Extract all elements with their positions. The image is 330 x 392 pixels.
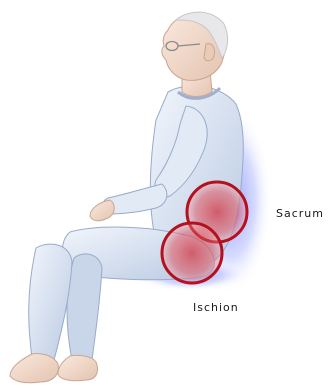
lower-leg-front — [29, 244, 72, 364]
foot-front — [10, 353, 58, 382]
sacrum-label: Sacrum — [276, 207, 324, 220]
ischion-pressure-zone — [162, 223, 222, 283]
ischion-label: Ischion — [193, 301, 239, 314]
lower-leg-back — [67, 254, 102, 363]
ear — [204, 44, 215, 61]
hand — [90, 200, 114, 221]
foot-back — [58, 355, 98, 381]
